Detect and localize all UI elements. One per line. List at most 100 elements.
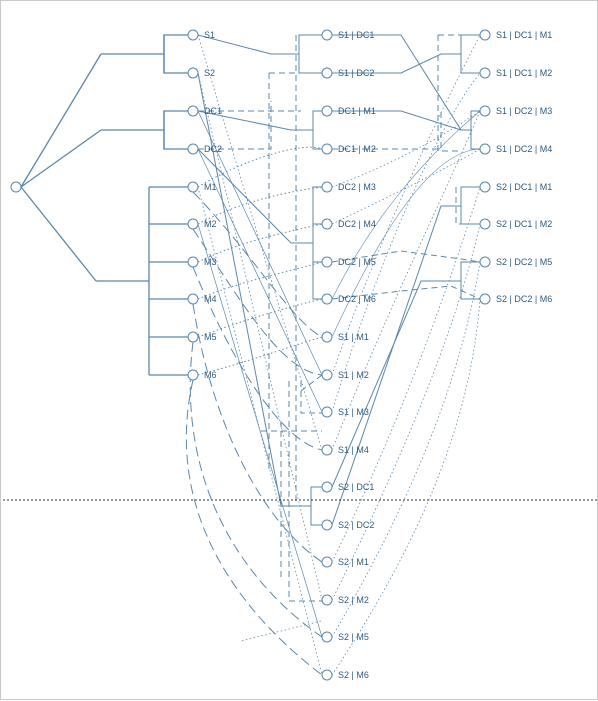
node-m6: M6	[187, 369, 217, 381]
node-label: S2 | DC1 | M1	[496, 182, 552, 192]
node-s1m3: S1 | M3	[321, 406, 369, 418]
node-circle	[187, 369, 199, 381]
node-s1m2: S1 | M2	[321, 369, 369, 381]
connector-s2	[197, 72, 322, 526]
connector-dc2	[197, 148, 322, 300]
node-label: S1 | DC1 | M1	[496, 30, 552, 40]
node-circle	[321, 331, 333, 343]
node-label: S1 | DC2 | M3	[496, 106, 552, 116]
node-dc1m1: DC1 | M1	[321, 105, 376, 117]
node-circle	[187, 331, 199, 343]
node-circle	[321, 67, 333, 79]
dash-link	[300, 374, 323, 414]
node-label: S1 | DC1	[338, 30, 374, 40]
l3-link	[331, 261, 480, 488]
node-circle	[479, 181, 491, 193]
node-circle	[321, 669, 333, 681]
l3-dot	[331, 34, 481, 376]
node-circle	[187, 67, 199, 79]
node-s2: S2	[187, 67, 215, 79]
node-m4: M4	[187, 293, 217, 305]
node-circle	[479, 105, 491, 117]
node-circle	[321, 444, 333, 456]
l3-dot	[331, 261, 481, 638]
arc-m6	[185, 379, 323, 676]
node-circle	[10, 181, 22, 193]
l3-link	[332, 34, 480, 150]
node-circle	[187, 181, 199, 193]
node-dc2m3: DC2 | M3	[321, 181, 376, 193]
node-m2: M2	[187, 218, 217, 230]
node-s2m5: S2 | M5	[321, 631, 369, 643]
node-dc1m2: DC1 | M2	[321, 143, 376, 155]
l3-dot	[331, 110, 481, 451]
node-dc2m4: DC2 | M4	[321, 218, 376, 230]
node-dc2m5: DC2 | M5	[321, 256, 376, 268]
connector-dc1	[197, 110, 322, 150]
node-label: M1	[204, 182, 217, 192]
node-circle	[321, 218, 333, 230]
l3-thin	[331, 148, 481, 338]
node-circle	[187, 143, 199, 155]
node-label: S1 | M2	[338, 370, 369, 380]
node-label: S2 | M5	[338, 632, 369, 642]
node-label: DC2 | M4	[338, 219, 376, 229]
node-label: S1 | M1	[338, 332, 369, 342]
node-label: S2 | DC1	[338, 482, 374, 492]
node-circle	[321, 105, 333, 117]
node-circle	[321, 631, 333, 643]
dot-m1	[197, 146, 323, 188]
node-s1dc2m4: S1 | DC2 | M4	[479, 143, 552, 155]
l3-thin	[331, 110, 481, 300]
node-s2m1: S2 | M1	[321, 556, 369, 568]
node-s2dc1: S2 | DC1	[321, 481, 374, 493]
node-label: DC2	[204, 144, 222, 154]
node-circle	[321, 293, 333, 305]
node-label: M3	[204, 257, 217, 267]
node-s1dc2m3: S1 | DC2 | M3	[479, 105, 552, 117]
node-s1dc1: S1 | DC1	[321, 29, 374, 41]
node-s2dc2m6: S2 | DC2 | M6	[479, 293, 552, 305]
l3-dash	[437, 35, 461, 152]
node-circle	[187, 293, 199, 305]
node-circle	[479, 256, 491, 268]
node-label: S2 | M6	[338, 670, 369, 680]
node-label: M2	[204, 219, 217, 229]
l3-dash	[331, 250, 481, 263]
dot-m5	[197, 298, 323, 338]
node-m1: M1	[187, 181, 217, 193]
group-bracket	[163, 34, 188, 74]
node-circle	[321, 143, 333, 155]
dash-link	[198, 101, 272, 150]
node-circle	[479, 29, 491, 41]
dot-m6	[197, 336, 323, 376]
group-bracket	[101, 111, 165, 149]
node-circle	[321, 556, 333, 568]
node-label: DC1 | M1	[338, 106, 376, 116]
node-circle	[187, 105, 199, 117]
node-circle	[321, 181, 333, 193]
node-s1dc2: S1 | DC2	[321, 67, 374, 79]
node-s2dc1m1: S2 | DC1 | M1	[479, 181, 552, 193]
node-circle	[321, 406, 333, 418]
l3-dot	[331, 110, 481, 188]
node-label: DC2 | M6	[338, 294, 376, 304]
l3-dash	[332, 111, 442, 150]
node-circle	[321, 29, 333, 41]
l3-dot	[331, 148, 481, 225]
node-m3: M3	[187, 256, 217, 268]
l3-link	[331, 186, 480, 526]
arc-m4	[192, 303, 323, 563]
arc-m2	[192, 228, 323, 376]
node-m5: M5	[187, 331, 217, 343]
node-circle	[321, 594, 333, 606]
thin-diag	[197, 110, 323, 376]
root-branch	[20, 53, 102, 188]
node-circle	[187, 218, 199, 230]
dot-diag	[240, 620, 322, 642]
node-label: S1 | DC1 | M2	[496, 68, 552, 78]
node-label: S2 | DC2 | M6	[496, 294, 552, 304]
node-circle	[321, 481, 333, 493]
